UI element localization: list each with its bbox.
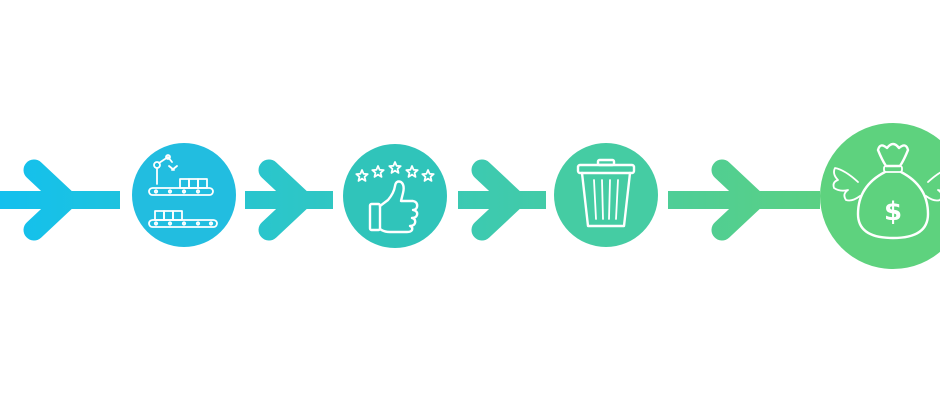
star-icon — [371, 165, 385, 178]
thumbs-up-stars-icon — [355, 161, 435, 234]
star-icon — [355, 169, 369, 182]
star-icon — [388, 161, 402, 174]
assembly-line-icon — [148, 154, 218, 228]
arrow-icon — [23, 159, 77, 241]
trash-can-icon — [576, 158, 636, 228]
arrow-icon — [471, 159, 525, 241]
step-manufacturing — [132, 143, 236, 247]
dollar-sign: $ — [884, 197, 902, 227]
star-icon — [421, 169, 435, 182]
step-circle — [554, 143, 658, 247]
arrow-icon — [711, 159, 765, 241]
step-review — [343, 144, 447, 248]
money-bag-wings-icon: $ — [832, 142, 940, 240]
star-icon — [405, 165, 419, 178]
step-circle — [820, 123, 940, 269]
step-profit: $ — [820, 123, 940, 269]
step-disposal — [554, 143, 658, 247]
arrow-icon — [258, 159, 312, 241]
